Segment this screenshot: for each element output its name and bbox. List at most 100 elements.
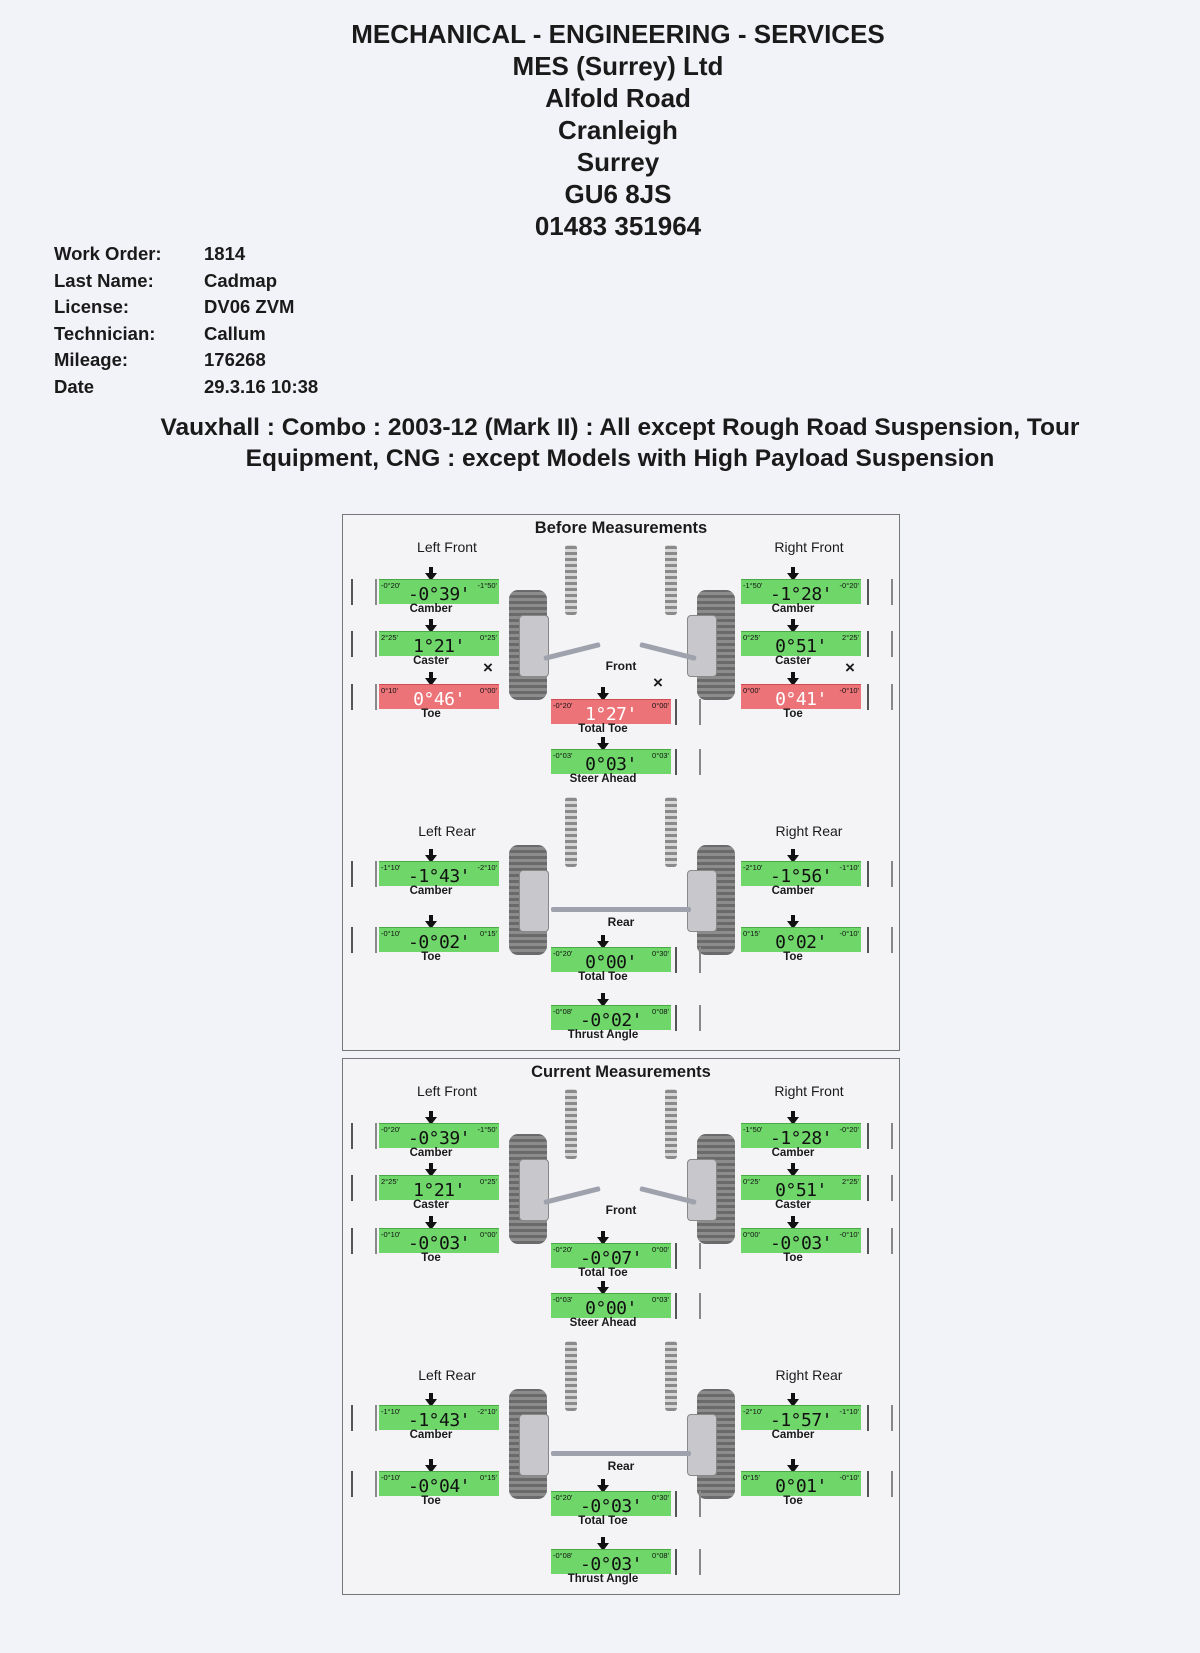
range-min: -2°10' [743,1407,763,1416]
strut-spring-icon [665,545,677,615]
range-max: 0°00' [652,1245,669,1254]
range-bar: -1°50'-0°20'-1°28' [741,1123,861,1149]
range-max: 0°00' [652,701,669,710]
measurement-name: Caster [413,1199,449,1211]
arrow-head [597,1237,609,1245]
measurement-name: Toe [783,1495,803,1507]
front-total-toe: -0°20'0°00'1°27'Total Toe [551,687,671,735]
strut-spring-icon [565,545,577,615]
measured-value: -0°02' [407,932,471,953]
hub-icon [687,1159,717,1221]
wheel-angle-icon [867,631,893,657]
arrow-shaft [429,1111,433,1118]
measurement-name: Thrust Angle [567,1029,639,1041]
hub-icon [687,870,717,932]
rear-axle-label: Rear [607,915,635,929]
wheel-angle-icon [867,1471,893,1497]
measured-value: 0°01' [775,1476,827,1497]
range-max: -1°10' [839,863,859,872]
measurement-name: Camber [409,885,453,897]
down-arrow-icon [597,737,609,751]
measurement-name: Total Toe [578,723,628,735]
license-row: License:DV06 ZVM [54,296,318,323]
measurement-name: Steer Ahead [569,1317,637,1329]
arrow-shaft [791,567,795,574]
wheel-angle-icon [351,1228,377,1254]
range-min: -0°08' [553,1007,573,1016]
arrow-head [787,573,799,581]
date-value: 29.3.16 10:38 [204,375,319,397]
measured-value: -1°56' [769,866,833,887]
arrow-head [787,1222,799,1230]
range-bar: -0°03'0°03'0°03' [551,749,671,775]
range-min: -1°10' [381,1407,401,1416]
measured-value: -0°02' [579,1010,643,1031]
down-arrow-icon [597,1281,609,1295]
range-bar: -0°08'0°08'-0°02' [551,1005,671,1031]
strut-spring-icon [665,797,677,867]
range-bar: -0°08'0°08'-0°03' [551,1549,671,1575]
range-min: -0°20' [553,949,573,958]
range-min: -0°03' [553,751,573,760]
measurement-name: Toe [421,951,441,963]
wheel-angle-icon [867,684,893,710]
strut-spring-icon [565,1089,577,1159]
left-front-camber: -0°20'-1°50'-0°39'Camber [379,567,499,615]
range-bar: -2°10'-1°10'-1°57' [741,1405,861,1431]
range-max: -0°10' [839,1473,859,1482]
arrow-shaft [601,737,605,744]
range-min: -0°10' [381,1230,401,1239]
range-max: 0°03' [652,751,669,760]
range-max: -1°50' [477,581,497,590]
rear-axle-label: Rear [607,1459,635,1473]
arrow-shaft [601,1231,605,1238]
down-arrow-icon [787,672,799,686]
left-rear-label: Left Rear [418,1367,476,1383]
range-max: -0°10' [839,929,859,938]
range-min: 0°25' [743,1177,760,1186]
arrow-shaft [429,567,433,574]
wheel-angle-icon [351,1175,377,1201]
arrow-shaft [601,1281,605,1288]
arrow-shaft [429,915,433,922]
last-name-label: Last Name: [54,269,154,291]
rear-total-toe: -0°20'0°30'-0°03'Total Toe [551,1479,671,1527]
wheel-angle-icon [675,1243,701,1269]
strut-spring-icon [565,797,577,867]
hub-icon [519,1414,549,1476]
wheel-angle-icon [675,699,701,725]
range-max: 0°30' [652,1493,669,1502]
measured-value: 0°00' [585,952,637,973]
front-axle-label: Front [605,1203,637,1217]
company-line: Surrey [576,147,660,177]
arrow-shaft [429,1163,433,1170]
arrow-head [597,1485,609,1493]
range-min: -1°10' [381,863,401,872]
range-max: -0°10' [839,686,859,695]
measurement-name: Toe [421,1495,441,1507]
down-arrow-icon [425,849,437,863]
range-max: 0°25' [480,1177,497,1186]
measurement-name: Camber [409,603,453,615]
wheel-angle-icon [867,1228,893,1254]
down-arrow-icon [597,1231,609,1245]
arrow-head [597,941,609,949]
measurement-name: Total Toe [578,971,628,983]
front-axle-label: Front [605,659,637,673]
measured-value: -1°43' [407,866,471,887]
wheel-angle-icon [867,579,893,605]
range-min: -1°50' [743,1125,763,1134]
range-max: 2°25' [842,633,859,642]
range-bar: 0°15'-0°10'0°01' [741,1471,861,1497]
measured-value: 0°00' [585,1298,637,1319]
arrow-head [425,625,437,633]
arrow-head [425,678,437,686]
rear-total-toe: -0°20' 0°30' 0°00'Total Toe [551,935,671,983]
vehicle-line: Vauxhall : Combo : 2003-12 (Mark II) : A… [160,414,1080,441]
down-arrow-icon [425,619,437,633]
arrow-head [425,1399,437,1407]
technician-row: Technician:Callum [54,323,318,350]
steer-ahead: -0°03'0°03'0°00'Steer Ahead [551,1281,671,1329]
range-max: 0°30' [652,949,669,958]
